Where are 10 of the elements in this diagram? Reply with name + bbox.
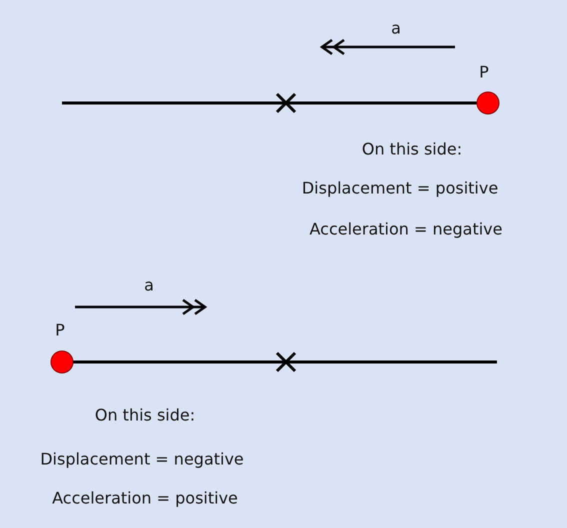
point-label: P bbox=[479, 62, 489, 82]
displacement-note: Displacement = positive bbox=[302, 178, 498, 198]
displacement-note: Displacement = negative bbox=[40, 450, 244, 468]
side-heading: On this side: bbox=[94, 406, 196, 424]
side-heading: On this side: bbox=[362, 140, 462, 158]
point-label: P bbox=[55, 320, 65, 340]
acceleration-label: a bbox=[391, 18, 401, 38]
acceleration-note: Acceleration = negative bbox=[310, 220, 502, 238]
acceleration-label: a bbox=[144, 276, 154, 294]
acceleration-note: Acceleration = positive bbox=[52, 488, 238, 508]
